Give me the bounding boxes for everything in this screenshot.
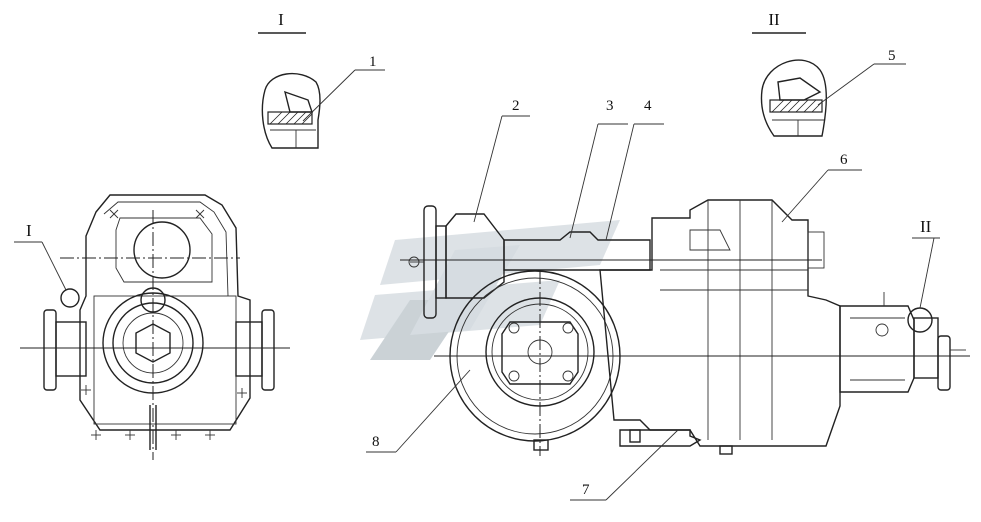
callout-5: 5 — [817, 48, 906, 106]
watermark-logo — [360, 220, 620, 360]
detail-view-II: II — [752, 10, 827, 137]
callout-6: 6 — [781, 152, 862, 223]
callout-label: 2 — [512, 98, 520, 114]
callout-4: 4 — [605, 98, 664, 241]
front-view-marker-I: I — [14, 221, 67, 291]
callout-label: 4 — [644, 98, 652, 114]
callout-1: 1 — [302, 54, 385, 122]
callout-7: 7 — [570, 429, 679, 501]
detail-I-title: I — [278, 10, 284, 29]
callout-2: 2 — [473, 98, 530, 223]
callout-label: 6 — [840, 152, 848, 168]
callout-3: 3 — [569, 98, 628, 239]
callout-label: 7 — [582, 482, 590, 498]
detail-II-title: II — [768, 10, 780, 29]
callout-label: 1 — [369, 54, 377, 70]
side-view-marker-II: II — [912, 217, 940, 309]
side-view-marker-label: II — [920, 217, 932, 236]
side-view-assembly — [400, 199, 970, 456]
front-view-housing — [20, 194, 290, 460]
callout-8: 8 — [366, 369, 471, 453]
front-view-marker-label: I — [26, 221, 32, 240]
callout-label: 5 — [888, 48, 896, 64]
detail-view-I: I — [258, 10, 321, 149]
callout-label: 3 — [606, 98, 614, 114]
callout-label: 8 — [372, 434, 380, 450]
